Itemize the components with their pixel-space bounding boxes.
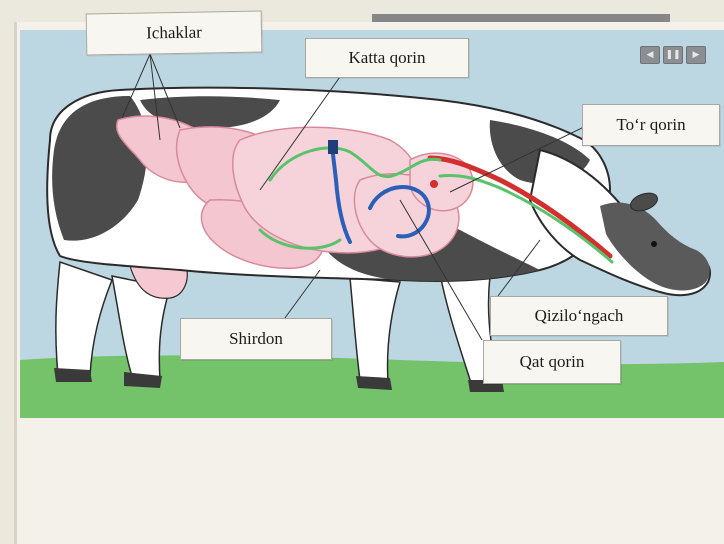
label-qat-qorin: Qat qorin: [483, 340, 621, 384]
label-katta-qorin: Katta qorin: [305, 38, 469, 78]
red-marker: [430, 180, 438, 188]
pause-icon[interactable]: ❚❚: [663, 46, 683, 64]
media-controls: ◀ ❚❚ ▶: [640, 46, 706, 64]
label-qizilongach: Qizilo‘ngach: [490, 296, 668, 336]
next-icon[interactable]: ▶: [686, 46, 706, 64]
blue-marker: [328, 140, 338, 154]
hoof-3: [356, 376, 392, 390]
prev-icon[interactable]: ◀: [640, 46, 660, 64]
hoof-1: [54, 368, 92, 382]
cow-eye: [651, 241, 657, 247]
label-ichaklar: Ichaklar: [86, 10, 263, 55]
label-tor-qorin: To‘r qorin: [582, 104, 720, 146]
label-shirdon: Shirdon: [180, 318, 332, 360]
